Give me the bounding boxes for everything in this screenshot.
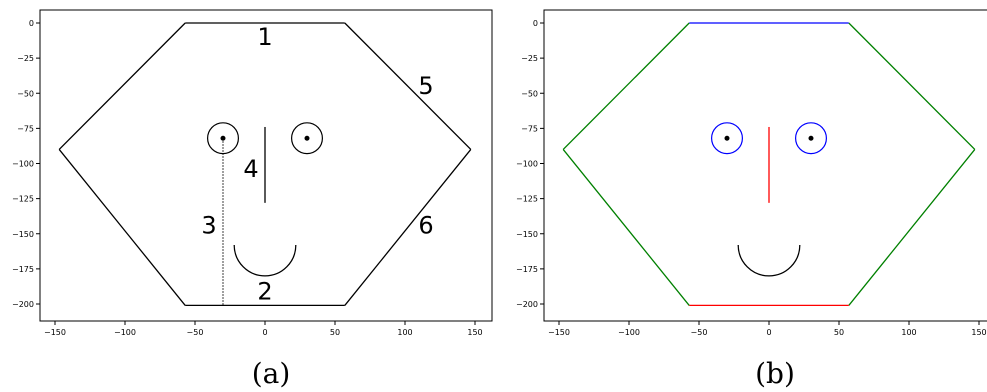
y-tick-label: −50 [17,89,34,98]
y-tick-label: 0 [533,19,538,28]
y-tick-label: −25 [17,54,34,63]
mouth-arc [738,245,800,276]
x-tick-label: −50 [691,328,708,337]
right-eye-pupil [809,136,814,141]
region-label-3: 3 [201,211,216,239]
x-tick-label: 100 [901,328,916,337]
panel-b: −150 −100 −50 0 50 100 150 0 −25 −50 −75 −100 −125 −1… [516,10,987,390]
panel-a: −150 −100 −50 0 50 100 150 0 −25 −50 −75 −100 −125 −1… [12,10,492,390]
edge-upper-right [849,23,975,149]
x-tick-label: 50 [330,328,340,337]
y-tick-label: −150 [12,230,34,239]
mouth-arc [234,245,296,276]
y-tick-label: −75 [17,124,34,133]
x-tick-label: 0 [262,328,267,337]
region-label-2: 2 [257,277,272,305]
edge-lower-left [563,149,689,305]
edge-upper-left [563,23,689,149]
region-label-1: 1 [257,23,272,51]
x-tick-label: 50 [834,328,844,337]
x-tick-label: 150 [467,328,482,337]
edge-upper-left [59,23,185,149]
y-tick-label: −175 [12,265,34,274]
region-label-4: 4 [243,155,258,183]
y-tick-label: −100 [12,160,34,169]
y-tick-label: 0 [29,19,34,28]
y-tick-label: −125 [516,195,538,204]
x-tick-label: 0 [766,328,771,337]
x-tick-label: −100 [114,328,136,337]
x-tick-label: −100 [618,328,640,337]
edge-lower-right [345,149,471,305]
x-tick-label: −150 [44,328,66,337]
y-tick-label: −125 [12,195,34,204]
x-tick-label: −150 [548,328,570,337]
x-tick-label: 100 [397,328,412,337]
y-tick-label: −50 [521,89,538,98]
x-tick-label: 150 [971,328,986,337]
edge-lower-right [849,149,975,305]
region-label-5: 5 [418,72,433,100]
y-tick-label: −75 [521,124,538,133]
y-tick-label: −100 [516,160,538,169]
right-eye-pupil [305,136,310,141]
left-eye-pupil [725,136,730,141]
edge-upper-right [345,23,471,149]
edge-lower-left [59,149,185,305]
y-tick-label: −200 [12,300,34,309]
x-tick-label: −50 [187,328,204,337]
y-tick-label: −150 [516,230,538,239]
panel-caption: (a) [252,357,291,390]
axes-frame [40,10,492,321]
axes-frame [544,10,987,321]
panel-caption: (b) [755,357,795,390]
y-tick-label: −175 [516,265,538,274]
y-tick-label: −25 [521,54,538,63]
y-tick-label: −200 [516,300,538,309]
region-label-6: 6 [418,211,433,239]
